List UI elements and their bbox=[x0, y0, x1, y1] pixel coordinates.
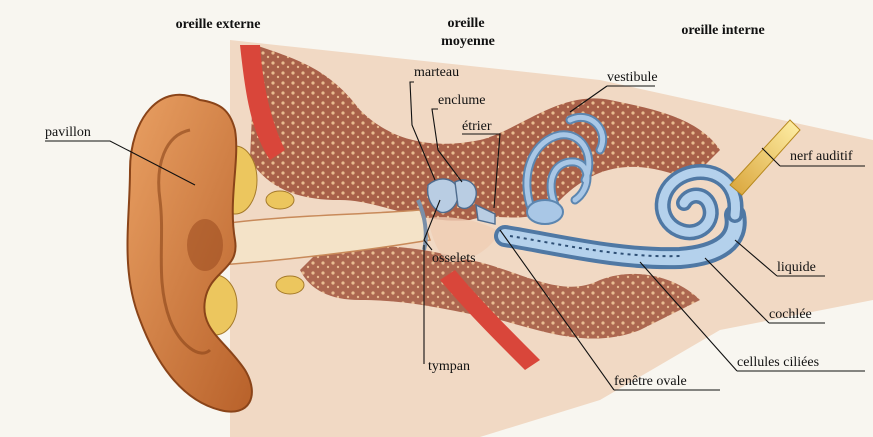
header-outer-ear: oreille externe bbox=[176, 17, 261, 32]
label-vestibule: vestibule bbox=[607, 70, 658, 85]
label-liquide: liquide bbox=[777, 260, 816, 275]
label-etrier: étrier bbox=[462, 119, 492, 134]
label-cellules-ciliees: cellules ciliées bbox=[737, 355, 819, 370]
header-middle-ear-line2: moyenne bbox=[441, 34, 495, 49]
vestibule-body bbox=[527, 200, 563, 224]
concha bbox=[187, 219, 223, 271]
label-pavillon: pavillon bbox=[45, 125, 91, 140]
label-fenetre-ovale: fenêtre ovale bbox=[614, 374, 687, 389]
label-nerf-auditif: nerf auditif bbox=[790, 149, 853, 164]
header-inner-ear: oreille interne bbox=[681, 23, 764, 38]
label-marteau: marteau bbox=[414, 65, 459, 80]
label-osselets: osselets bbox=[432, 251, 476, 266]
label-tympan: tympan bbox=[428, 359, 470, 374]
label-cochlee: cochlée bbox=[769, 307, 812, 322]
label-enclume: enclume bbox=[438, 93, 485, 108]
header-middle-ear-line1: oreille bbox=[447, 16, 484, 31]
